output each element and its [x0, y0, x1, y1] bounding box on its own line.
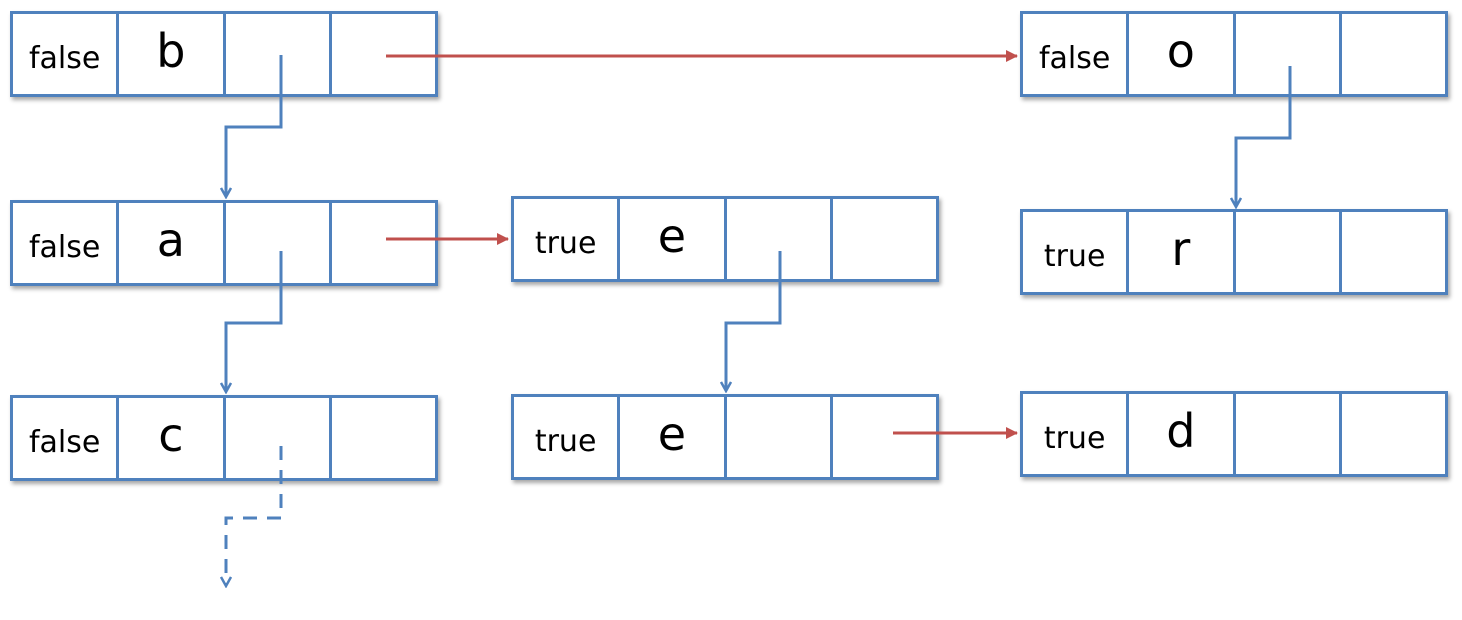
node-char: e [620, 199, 727, 279]
child-pointer-cell [226, 14, 332, 94]
node-char: r [1129, 212, 1236, 292]
child-pointer-cell [1236, 14, 1342, 94]
node-char: d [1129, 394, 1236, 474]
sibling-pointer-cell [1342, 212, 1445, 292]
node-c: false c [10, 395, 438, 481]
sibling-pointer-cell [1342, 394, 1445, 474]
node-flag: false [13, 203, 120, 283]
node-e-lower: true e [511, 394, 939, 480]
child-pointer-cell [1236, 212, 1342, 292]
node-o: false o [1020, 11, 1448, 97]
node-flag: false [1023, 14, 1130, 94]
node-e-upper: true e [511, 196, 939, 282]
sibling-pointer-cell [332, 14, 435, 94]
child-pointer-cell [727, 397, 833, 477]
node-char: o [1129, 14, 1236, 94]
sibling-pointer-cell [833, 397, 936, 477]
child-pointer-cell [226, 398, 332, 478]
sibling-pointer-cell [833, 199, 936, 279]
node-flag: true [1023, 394, 1130, 474]
sibling-pointer-cell [332, 398, 435, 478]
node-a: false a [10, 200, 438, 286]
node-flag: true [514, 199, 621, 279]
node-b: false b [10, 11, 438, 97]
child-pointer-cell [226, 203, 332, 283]
child-pointer-cell [1236, 394, 1342, 474]
child-pointer-cell [727, 199, 833, 279]
sibling-pointer-cell [1342, 14, 1445, 94]
node-flag: false [13, 398, 120, 478]
node-char: c [119, 398, 226, 478]
node-d: true d [1020, 391, 1448, 477]
node-char: e [620, 397, 727, 477]
node-flag: false [13, 14, 120, 94]
node-flag: true [514, 397, 621, 477]
node-char: b [119, 14, 226, 94]
sibling-pointer-cell [332, 203, 435, 283]
node-char: a [119, 203, 226, 283]
node-r: true r [1020, 209, 1448, 295]
node-flag: true [1023, 212, 1130, 292]
